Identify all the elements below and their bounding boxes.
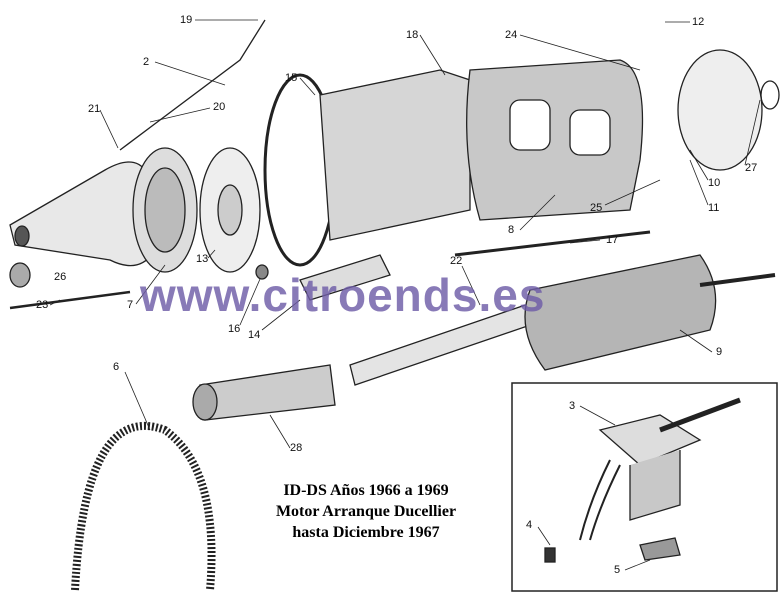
part-label-2: 2 — [143, 56, 150, 68]
part-label-13: 13 — [196, 253, 209, 265]
part-label-21: 21 — [88, 103, 101, 115]
part-label-8: 8 — [508, 224, 515, 236]
field-coils — [466, 59, 644, 221]
part-label-4: 4 — [526, 519, 533, 531]
armature — [524, 254, 717, 371]
part-label-15: 15 — [285, 72, 298, 84]
part-label-7: 7 — [127, 299, 134, 311]
drive-pinion — [199, 364, 336, 421]
bushing — [9, 262, 31, 288]
terminal-clip — [639, 537, 681, 561]
part-label-11: 11 — [708, 202, 720, 214]
part-label-3: 3 — [569, 400, 576, 412]
tie-rod — [454, 230, 651, 257]
bracket — [299, 254, 391, 301]
part-label-14: 14 — [248, 329, 261, 341]
diagram-caption: ID-DS Años 1966 a 1969 Motor Arranque Du… — [250, 480, 482, 543]
part-label-27: 27 — [745, 162, 758, 174]
part-label-5: 5 — [614, 564, 621, 576]
caption-line-3: hasta Diciembre 1967 — [292, 524, 440, 541]
ring-gear — [71, 421, 216, 591]
part-label-23: 23 — [36, 299, 49, 311]
through-bolt — [9, 290, 131, 310]
inset-frame — [511, 382, 778, 592]
watermark: www.citroends.es — [140, 269, 546, 321]
part-label-9: 9 — [716, 346, 723, 358]
cable — [119, 19, 266, 151]
caption-line-2: Motor Arranque Ducellier — [275, 503, 457, 520]
part-label-28: 28 — [290, 442, 303, 454]
end-plate — [677, 49, 763, 171]
part-label-18: 18 — [406, 29, 419, 41]
part-label-12: 12 — [692, 16, 705, 28]
nut — [255, 264, 269, 280]
drive-end-housing — [9, 147, 198, 273]
part-label-26: 26 — [54, 271, 67, 283]
part-label-24: 24 — [505, 29, 518, 41]
part-label-19: 19 — [180, 14, 193, 26]
part-label-22: 22 — [450, 255, 463, 267]
yoke — [319, 69, 471, 241]
part-label-17: 17 — [606, 234, 619, 246]
solenoid-switch — [579, 397, 741, 541]
fuse-clip — [544, 547, 556, 563]
leader-lines — [49, 19, 761, 449]
part-label-25: 25 — [590, 202, 603, 214]
part-label-20: 20 — [213, 101, 226, 113]
part-label-16: 16 — [228, 323, 241, 335]
part-label-6: 6 — [113, 361, 120, 373]
part-label-10: 10 — [708, 177, 721, 189]
caption-line-1: ID-DS Años 1966 a 1969 — [283, 482, 449, 499]
